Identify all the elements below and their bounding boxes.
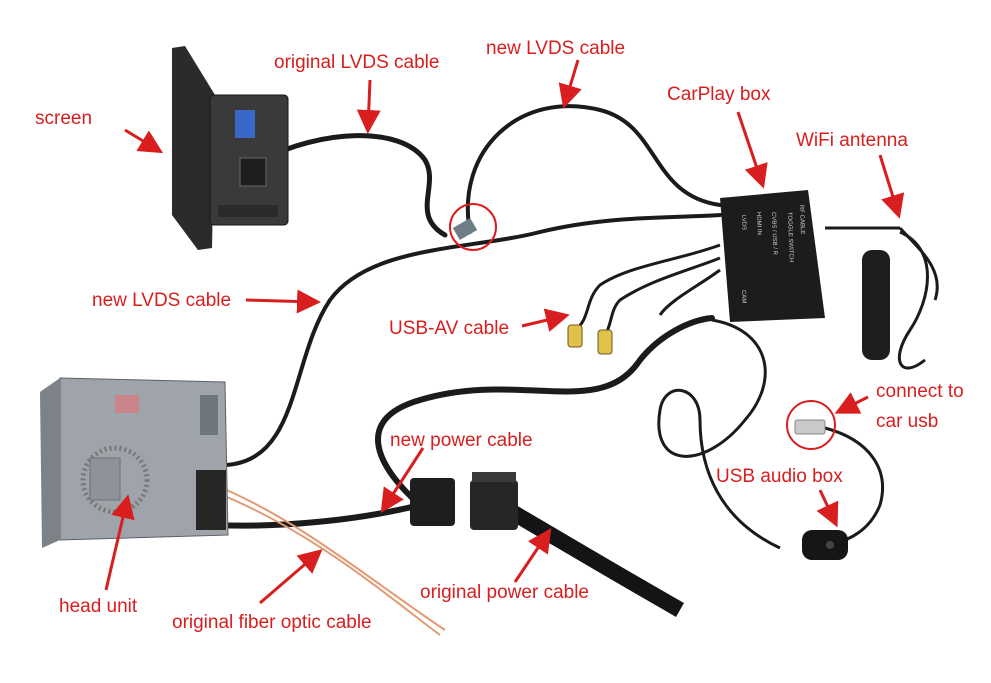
label-new-power-cable: new power cable — [390, 430, 533, 451]
rca-connectors — [567, 324, 613, 355]
annotation-arrows — [104, 59, 905, 605]
usb-plug-circled — [786, 400, 836, 450]
label-original-fiber-optic-cable: original fiber optic cable — [172, 612, 372, 633]
svg-text:TOGGLE SWITCH: TOGGLE SWITCH — [786, 212, 794, 262]
label-wifi-antenna: WiFi antenna — [796, 130, 908, 151]
usb-cable-loop — [657, 318, 885, 550]
arrow-new-lvds-top — [558, 59, 582, 109]
arrow-usb-av — [521, 308, 570, 332]
label-connect-to: connect to — [876, 381, 964, 402]
svg-text:LVDS: LVDS — [740, 215, 747, 230]
svg-text:CAM: CAM — [740, 290, 746, 304]
label-new-lvds-cable-top: new LVDS cable — [486, 38, 626, 59]
arrow-original-power — [513, 528, 552, 583]
arrow-head-unit — [104, 494, 135, 591]
arrow-new-lvds-left — [245, 289, 321, 314]
label-car-usb: car usb — [876, 411, 939, 432]
arrow-fiber-optic — [259, 549, 323, 605]
original-lvds-cable — [259, 133, 448, 238]
power-connectors — [410, 472, 518, 530]
label-usb-audio-box: USB audio box — [716, 466, 843, 487]
arrow-new-power — [380, 447, 425, 514]
screen-device — [172, 46, 289, 250]
new-power-cable — [212, 315, 715, 529]
carplay-box-device: LVDS HDMI IN CVBS / USB / R TOGGLE SWITC… — [720, 190, 825, 322]
original-fiber-optic-cable — [214, 484, 446, 636]
label-original-lvds-cable: original LVDS cable — [274, 52, 440, 73]
arrow-screen — [124, 128, 164, 154]
arrow-wifi-antenna — [878, 154, 905, 219]
label-new-lvds-cable-left: new LVDS cable — [92, 290, 232, 311]
head-unit-device — [40, 377, 229, 548]
svg-text:CVBS / USB / R: CVBS / USB / R — [770, 212, 778, 256]
usb-audio-box-device — [802, 530, 848, 560]
label-head-unit: head unit — [59, 596, 138, 617]
new-lvds-cable — [224, 104, 722, 467]
arrow-original-lvds — [356, 79, 381, 134]
arrow-usb-audio-box — [816, 489, 839, 528]
label-carplay-box: CarPlay box — [667, 84, 771, 105]
label-original-power-cable: original power cable — [420, 582, 589, 603]
arrow-carplay-box — [736, 111, 768, 189]
usb-av-cable — [574, 243, 721, 336]
original-power-cable — [495, 498, 684, 617]
label-usb-av-cable: USB-AV cable — [389, 318, 510, 339]
svg-text:HDMI IN: HDMI IN — [755, 212, 762, 235]
label-screen: screen — [35, 108, 93, 129]
arrow-connect-usb — [834, 392, 869, 414]
svg-text:RF CABLE: RF CABLE — [798, 205, 805, 235]
lvds-connector-circled — [449, 203, 497, 251]
wifi-antenna-device — [825, 226, 939, 370]
